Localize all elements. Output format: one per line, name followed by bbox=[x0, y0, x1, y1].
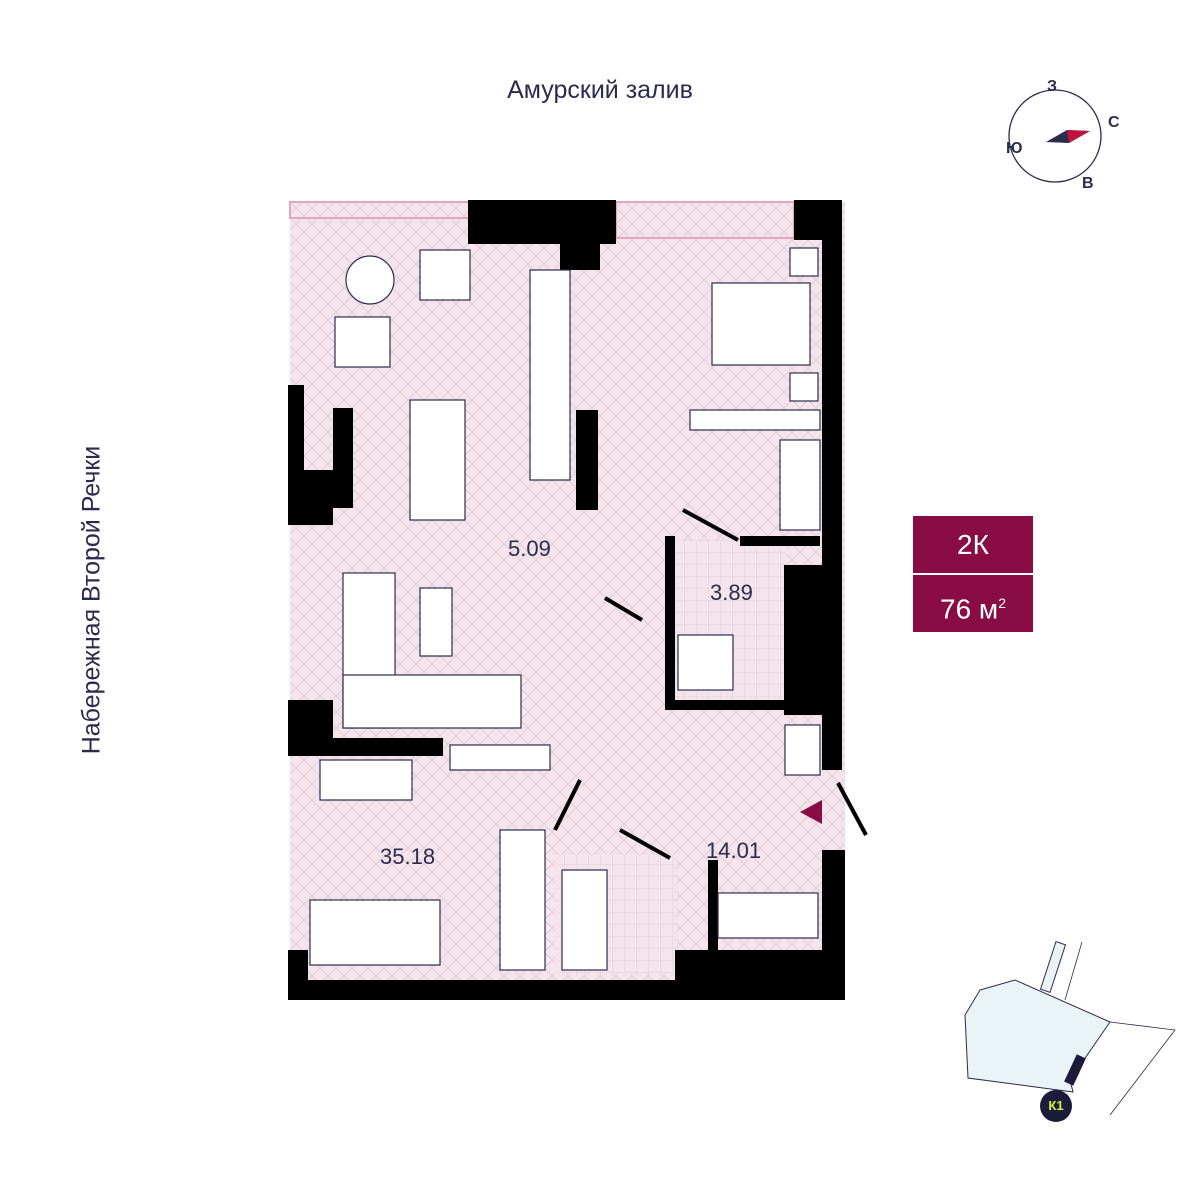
compass-n: З bbox=[1047, 78, 1058, 95]
compass-e: С bbox=[1108, 114, 1120, 131]
bed bbox=[711, 282, 811, 366]
apartment-area: 76 м2 bbox=[913, 575, 1033, 632]
compass-s: В bbox=[1082, 175, 1094, 192]
entrance-marker-icon bbox=[800, 800, 822, 824]
room-count: 2К bbox=[913, 516, 1033, 575]
wardrobe2 bbox=[717, 892, 819, 939]
dining-table bbox=[409, 399, 466, 521]
compass: З С В Ю bbox=[990, 70, 1140, 200]
single-bed bbox=[309, 899, 441, 966]
furniture bbox=[309, 247, 821, 971]
area-living: 35.18 bbox=[380, 844, 435, 869]
north-side-label: Амурский залив bbox=[507, 76, 693, 104]
apartment-badge: 2К 76 м2 bbox=[913, 516, 1033, 632]
desk bbox=[319, 759, 413, 801]
kitchen-counter bbox=[529, 269, 571, 481]
building-k1-badge: К1 bbox=[1040, 1090, 1072, 1122]
site-plan-map bbox=[964, 941, 1176, 1116]
area-bathroom: 3.89 bbox=[710, 580, 753, 605]
wardrobe bbox=[499, 829, 546, 971]
bathtub bbox=[561, 869, 608, 971]
area-bedroom: 14.01 bbox=[706, 838, 761, 863]
walls bbox=[288, 200, 845, 1000]
compass-icon bbox=[1008, 89, 1102, 183]
compass-w: Ю bbox=[1006, 140, 1023, 157]
current-building bbox=[1064, 1054, 1086, 1086]
doors bbox=[553, 508, 868, 860]
area-hall: 5.09 bbox=[508, 536, 551, 561]
